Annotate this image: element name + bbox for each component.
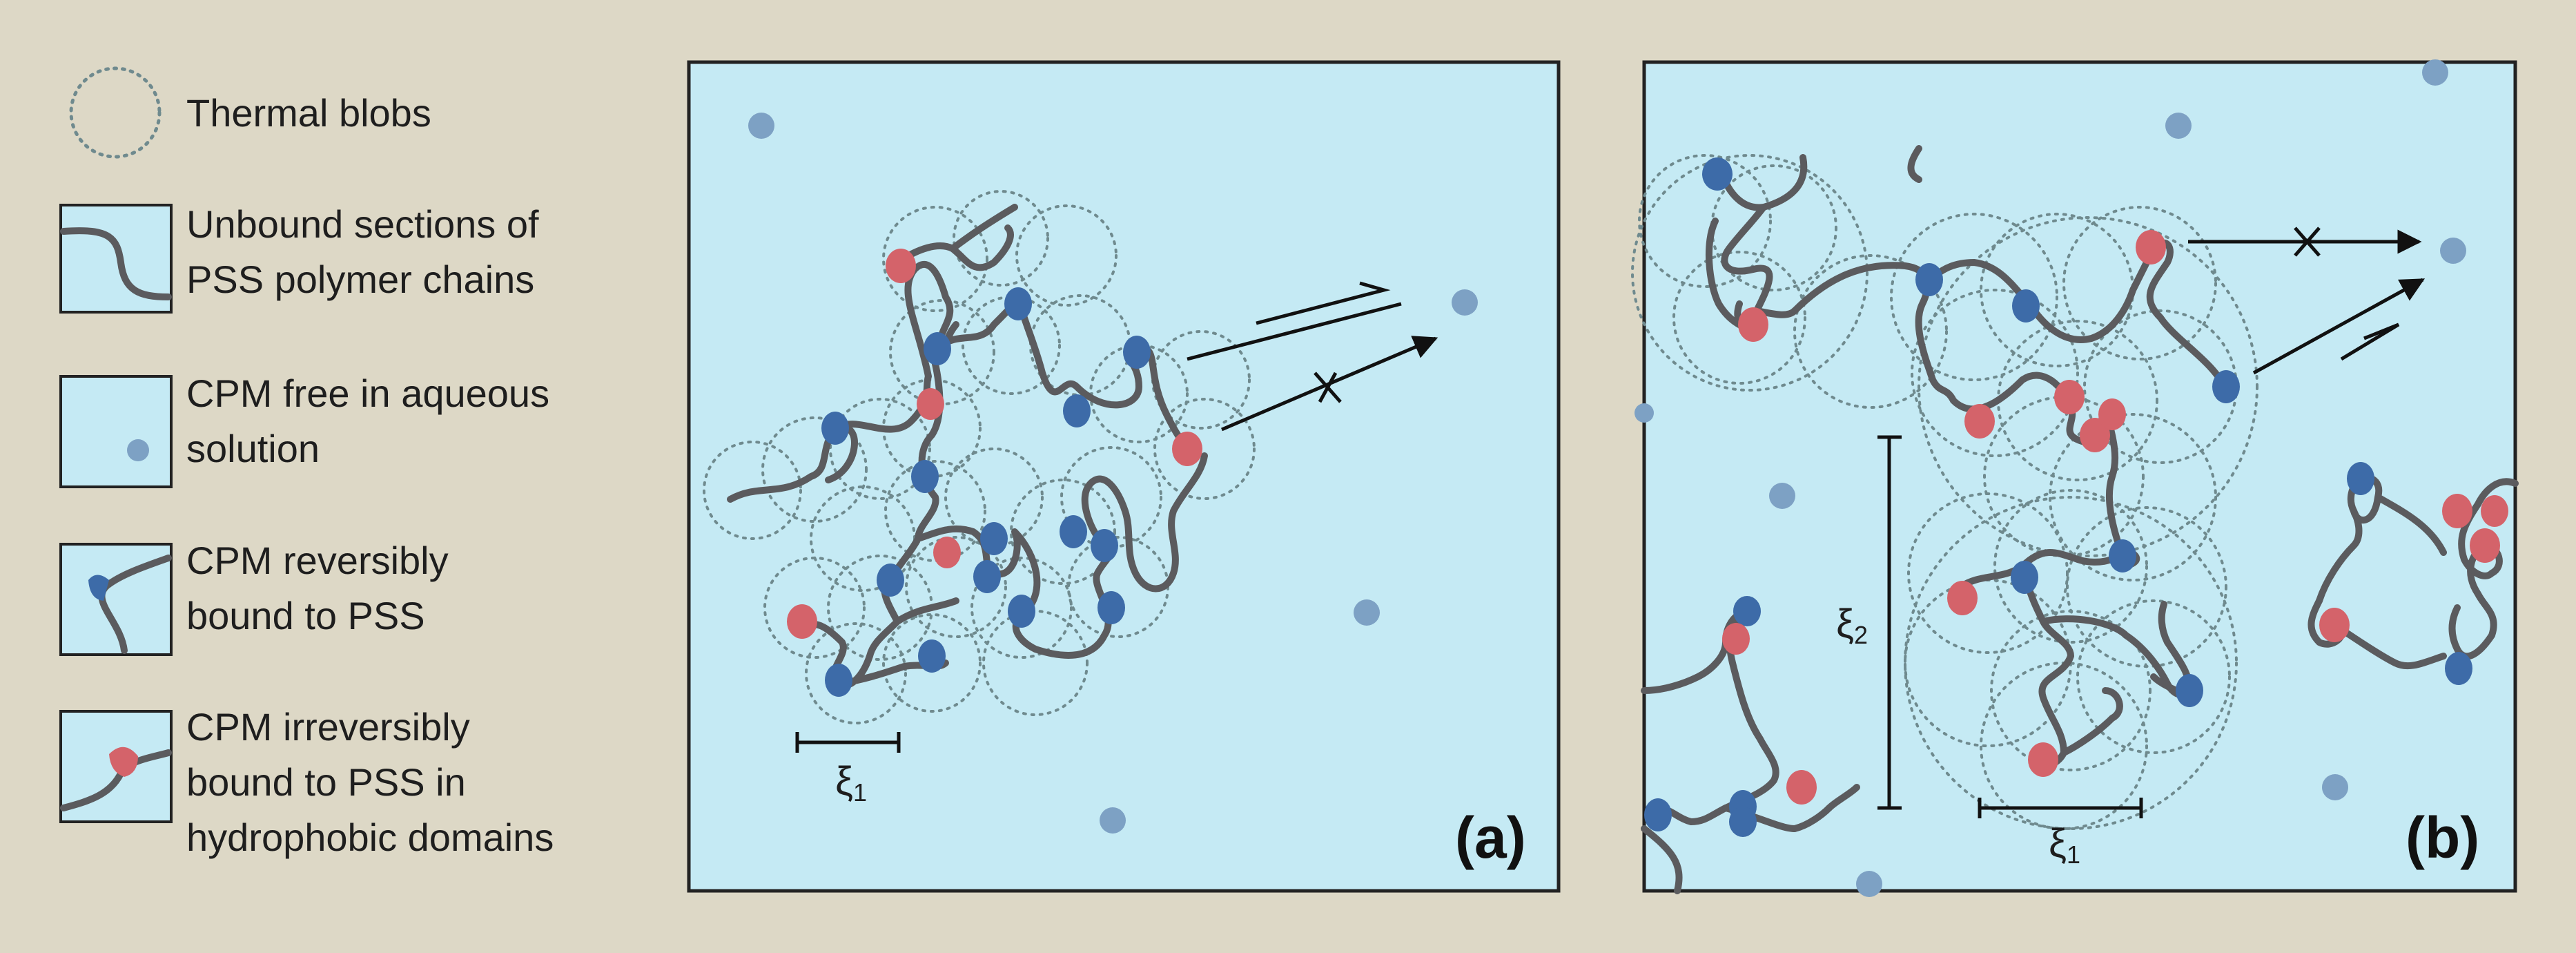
panel-b-xi1-label: ξ1	[2049, 820, 2080, 869]
panel-b-reversible-cpms	[1644, 157, 2472, 837]
legend-label-irreversible: CPM irreversibly bound to PSS in hydroph…	[186, 700, 554, 865]
legend-reversible-line-1: CPM reversibly	[186, 539, 449, 582]
panel-b-free-cpms	[1635, 59, 2466, 897]
panel-a-tag: (a)	[1455, 805, 1526, 870]
panel-a-frame	[687, 60, 1561, 893]
legend-reversible-line-2: bound to PSS	[186, 594, 425, 637]
panel-a-xi-symbol: ξ	[835, 759, 853, 804]
panel-b-xi1-scale-bar	[1978, 798, 2143, 818]
panel-b	[1631, 59, 2519, 897]
panel-b-xi2-index: 2	[1853, 620, 1868, 649]
legend-irreversible-line-1: CPM irreversibly	[186, 705, 470, 749]
legend-free-cpm-symbol	[59, 375, 173, 488]
legend-reversible-cpm-symbol	[59, 543, 173, 656]
panel-b-xi2-symbol: ξ	[1836, 601, 1854, 646]
legend-irreversible-line-2: bound to PSS in	[186, 760, 466, 804]
legend-unbound-line-1: Unbound sections of	[186, 202, 539, 246]
panel-a	[687, 60, 1561, 893]
legend-unbound-chain-symbol	[59, 204, 173, 314]
panel-b-arrows	[2188, 227, 2426, 375]
panel-a-free-cpms	[748, 113, 1478, 834]
legend-blob-symbol	[69, 66, 162, 159]
legend-label-free: CPM free in aqueous solution	[186, 366, 549, 477]
panel-a-reversible-cpms	[821, 287, 1151, 697]
legend-unbound-line-2: PSS polymer chains	[186, 258, 535, 301]
legend-free-line-1: CPM free in aqueous	[186, 372, 550, 415]
panel-b-tag: (b)	[2406, 805, 2480, 870]
panel-b-xi2-label: ξ2	[1836, 601, 1868, 650]
panel-a-xi1-scale-bar	[795, 732, 901, 753]
panel-a-xi-index: 1	[852, 778, 867, 807]
legend-free-line-2: solution	[186, 427, 320, 470]
legend-label-reversible: CPM reversibly bound to PSS	[186, 533, 449, 644]
panel-a-irreversible-cpms	[787, 249, 1202, 639]
panel-a-arrows	[1187, 281, 1438, 432]
panel-b-irreversible-cpms	[1722, 230, 2508, 805]
legend	[59, 66, 173, 823]
legend-irreversible-line-3: hydrophobic domains	[186, 816, 554, 859]
panel-b-xi1-index: 1	[2066, 840, 2080, 869]
panel-b-xi2-scale-bar	[1877, 435, 1902, 810]
legend-irreversible-cpm-symbol	[59, 710, 173, 823]
panel-a-xi1-label: ξ1	[835, 758, 867, 807]
legend-label-unbound: Unbound sections of PSS polymer chains	[186, 197, 539, 307]
panel-b-xi1-symbol: ξ	[2049, 821, 2067, 866]
legend-label-thermal-blobs: Thermal blobs	[186, 86, 431, 141]
legend-blobs-text: Thermal blobs	[186, 91, 431, 135]
